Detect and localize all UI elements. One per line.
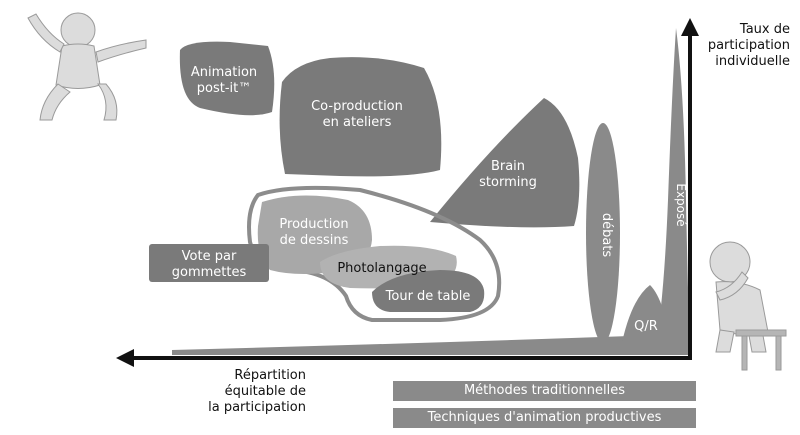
baseline-wedge bbox=[172, 336, 690, 355]
debats-label: débats bbox=[599, 213, 614, 258]
animation-postit-label-2: post-it™ bbox=[197, 81, 251, 96]
coproduction-shape bbox=[279, 57, 442, 177]
production-dessins-label-1: Production bbox=[279, 217, 348, 232]
y-axis-title-line-3: individuelle bbox=[715, 54, 790, 69]
photolangage-label: Photolangage bbox=[337, 261, 426, 276]
legend-productive-techniques: Techniques d'animation productives bbox=[393, 408, 696, 428]
brainstorming-label-1: Brain bbox=[491, 159, 525, 174]
x-axis-title-line-3: la participation bbox=[208, 400, 306, 415]
y-axis-title: Taux de participation individuelle bbox=[705, 22, 790, 70]
vote-gommettes-shape bbox=[149, 244, 269, 282]
coproduction-label-1: Co-production bbox=[311, 99, 403, 114]
y-axis-arrowhead bbox=[681, 18, 699, 36]
tour-de-table-label: Tour de table bbox=[385, 289, 471, 304]
vote-gommettes-label-1: Vote par bbox=[182, 249, 237, 264]
jumping-figure-illustration bbox=[27, 12, 147, 121]
tour-de-table-shape bbox=[372, 270, 485, 312]
debats-ellipse bbox=[586, 123, 620, 343]
x-axis-title: Répartition équitable de la participatio… bbox=[196, 368, 306, 416]
legend-traditional-methods: Méthodes traditionnelles bbox=[393, 381, 696, 401]
x-axis-title-line-2: équitable de bbox=[224, 384, 306, 399]
animation-postit-shape bbox=[179, 41, 275, 116]
production-dessins-label-2: de dessins bbox=[280, 233, 349, 248]
qr-bump bbox=[620, 285, 672, 352]
brainstorming-shape bbox=[430, 98, 580, 228]
coproduction-label-2: en ateliers bbox=[323, 115, 392, 130]
qr-label: Q/R bbox=[634, 319, 658, 334]
y-axis-title-line-2: participation bbox=[707, 38, 790, 53]
x-axis-title-line-1: Répartition bbox=[234, 368, 306, 383]
x-axis-arrowhead bbox=[116, 349, 134, 367]
sitting-figure-illustration bbox=[709, 241, 787, 371]
animation-postit-label-1: Animation bbox=[191, 65, 257, 80]
expose-label: Exposé bbox=[674, 183, 688, 226]
vote-gommettes-label-2: gommettes bbox=[172, 265, 247, 280]
brainstorming-label-2: storming bbox=[479, 175, 537, 190]
y-axis-title-line-1: Taux de bbox=[739, 22, 790, 37]
expose-spike bbox=[655, 28, 690, 352]
